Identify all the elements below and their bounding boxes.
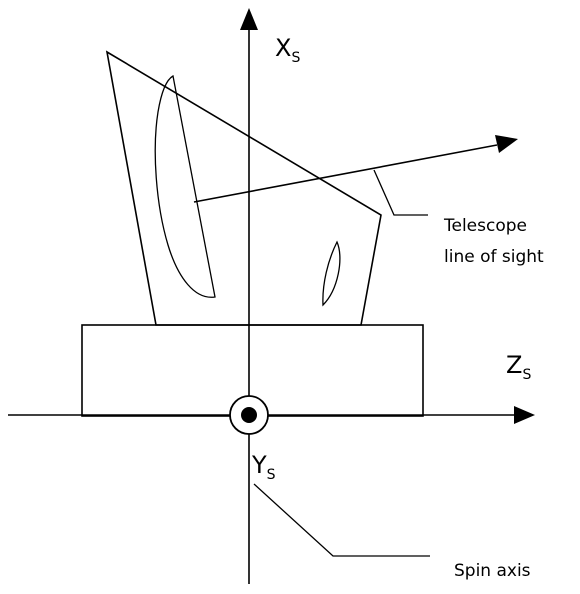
line-of-sight [193,135,518,203]
y-axis-symbol [229,395,269,435]
y-axis-label-sub: S [267,467,276,483]
x-axis [240,8,258,584]
telescope-housing [105,50,382,326]
line-of-sight-arrowhead [495,135,518,153]
x-axis-label-main: X [275,34,291,62]
small-window [322,240,341,307]
telescope-label-line2: line of sight [444,247,544,267]
y-axis-label: YS [251,451,276,483]
x-axis-label: XS [275,34,300,66]
y-axis-label-main: Y [251,451,267,479]
telescope-label-line1: Telescope [443,216,527,236]
x-axis-arrowhead [240,8,258,30]
z-axis [8,406,535,424]
spin-axis-leader-line [253,483,430,557]
z-axis-arrowhead [514,406,535,424]
large-window [154,74,216,298]
spin-axis-label: Spin axis [454,561,531,581]
z-axis-label-sub: S [522,367,531,383]
telescope-leader-line [373,169,428,216]
z-axis-label-main: Z [506,351,522,379]
z-axis-label: ZS [506,351,531,383]
x-axis-label-sub: S [291,50,300,66]
